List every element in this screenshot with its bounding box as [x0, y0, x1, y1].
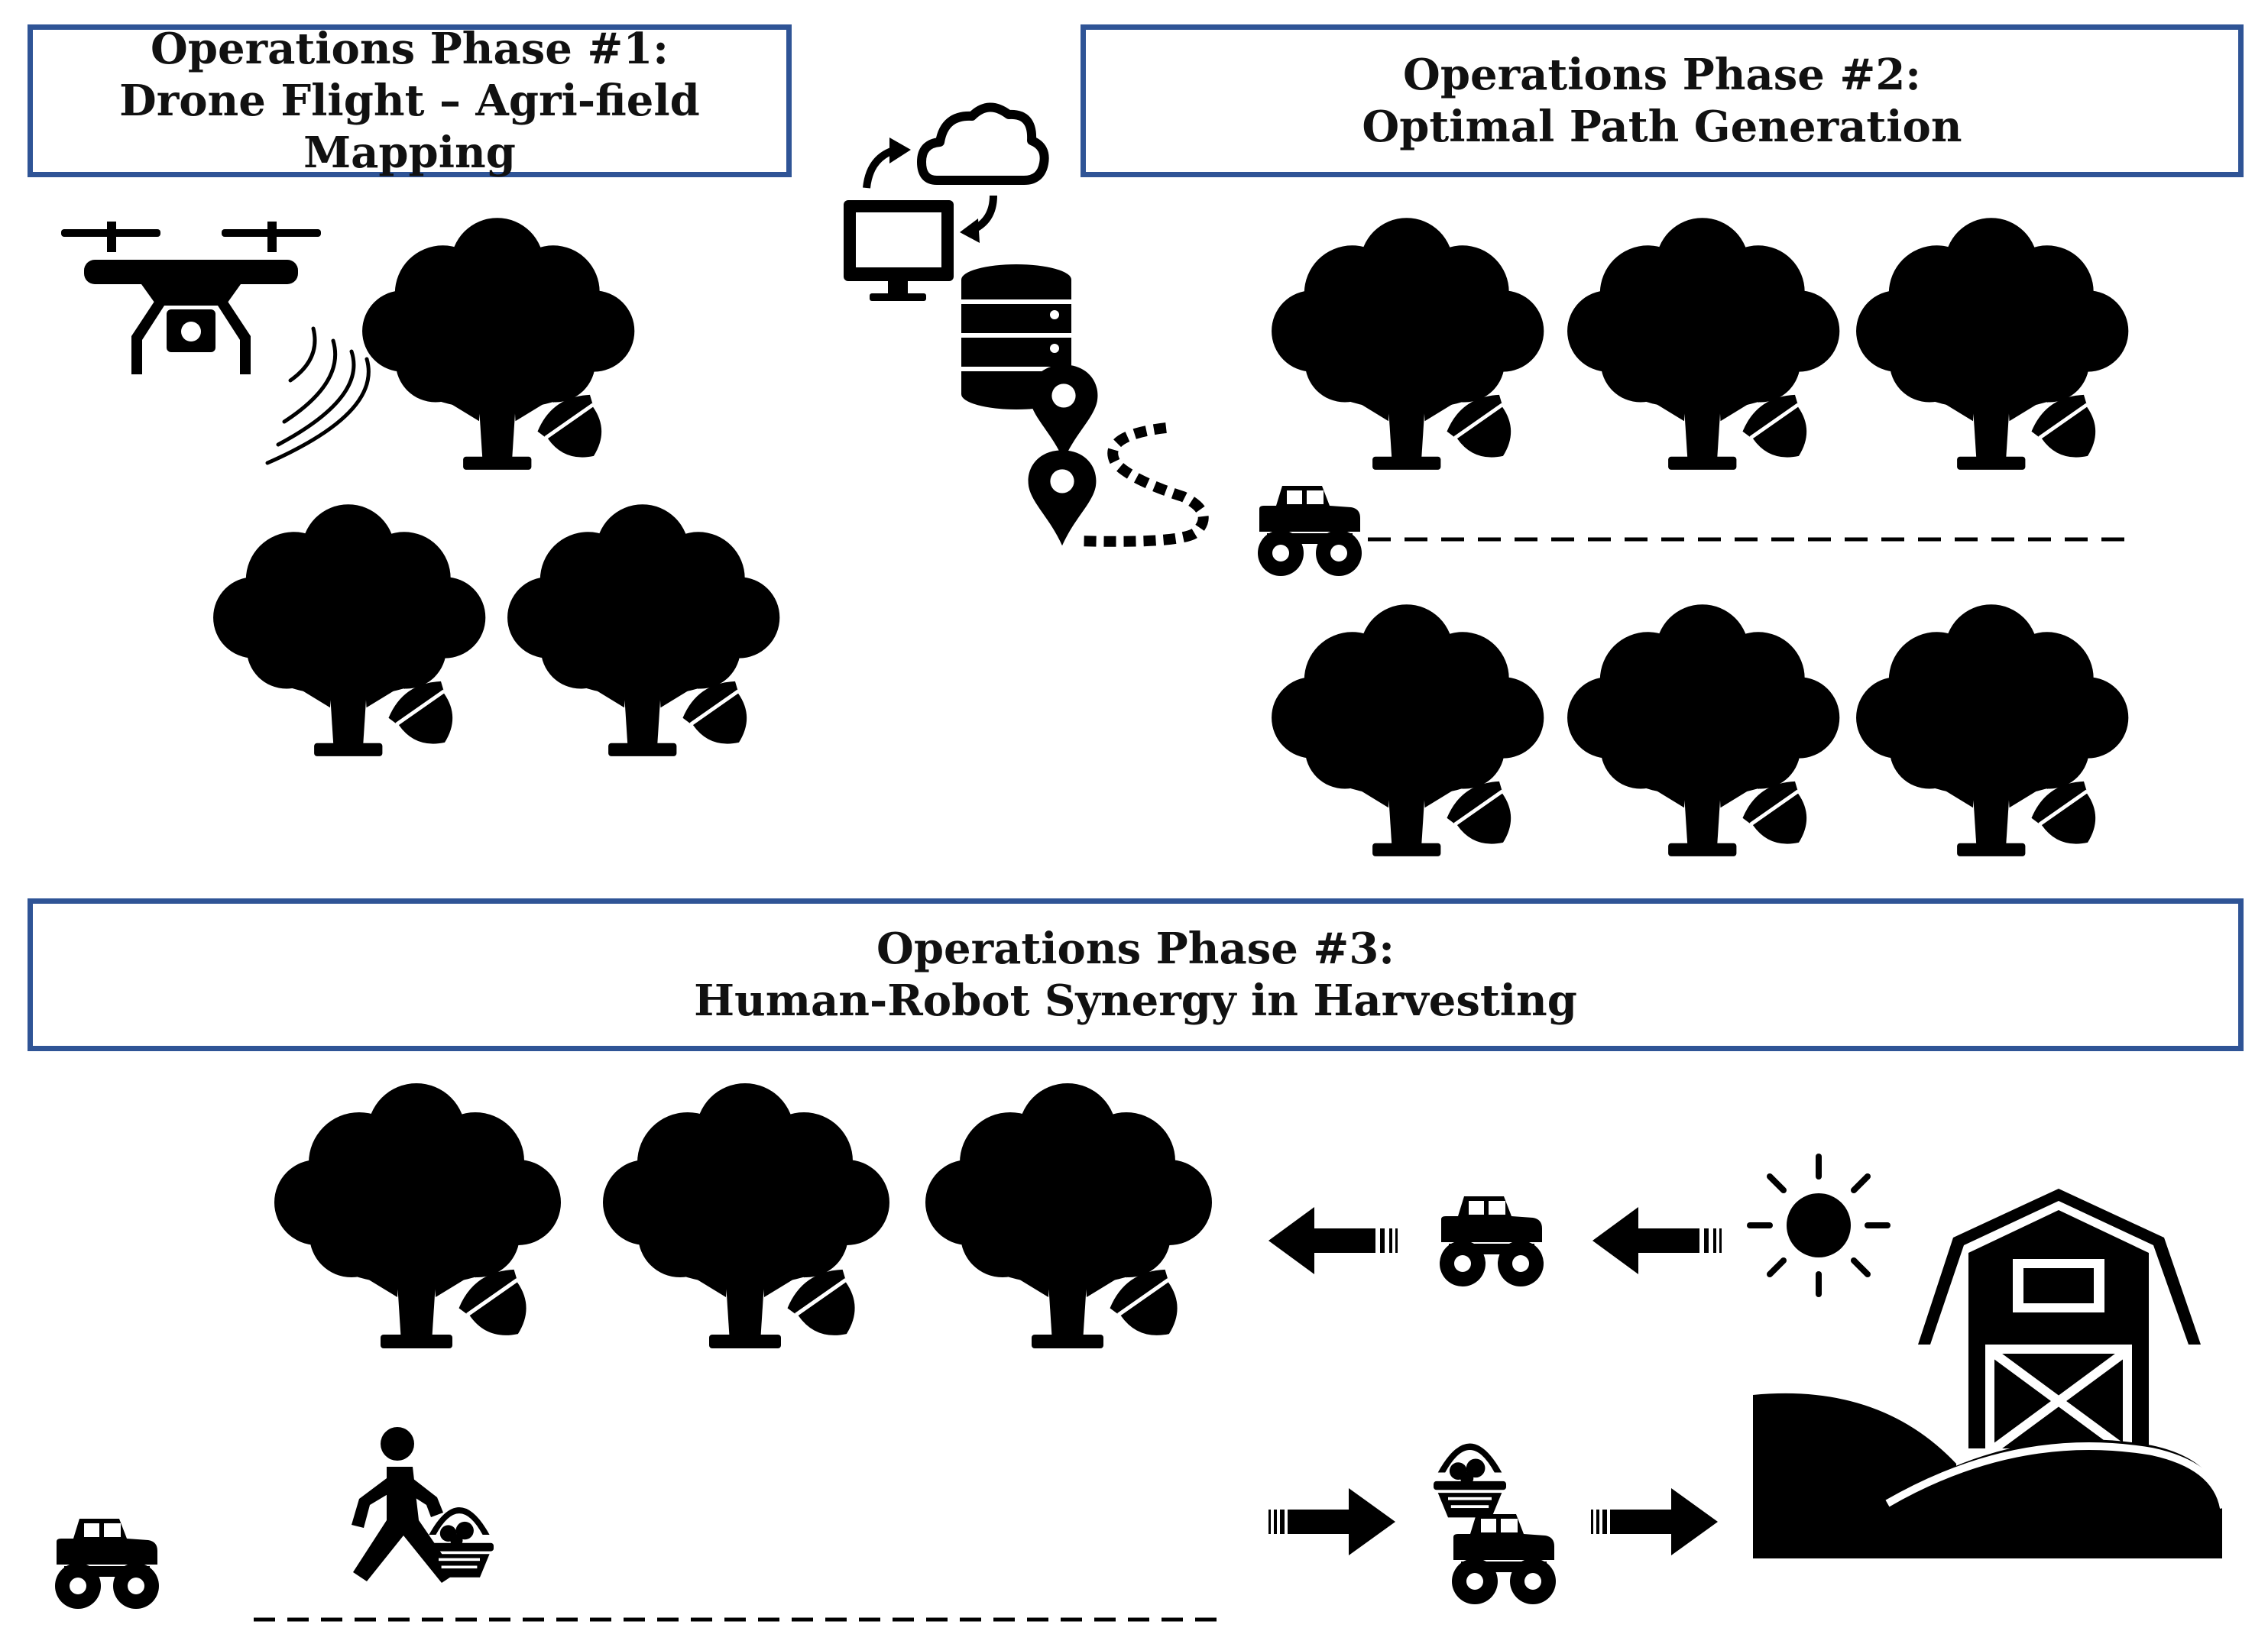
phase-3-subtitle: Human-Robot Synergy in Harvesting — [694, 976, 1577, 1026]
cloud-sync-icon — [863, 102, 1049, 243]
basket-icon — [1434, 1443, 1506, 1518]
tree-icon — [1856, 604, 2129, 861]
tree-icon — [362, 218, 635, 474]
arrow-right-icon — [1268, 1488, 1395, 1555]
tree-icon — [1272, 218, 1544, 474]
tree-icon — [1567, 218, 1840, 474]
tree-icon — [1856, 218, 2129, 474]
tree-icon — [1272, 604, 1544, 861]
arrow-left-icon — [1268, 1207, 1398, 1274]
robot-truck-icon — [1452, 1514, 1556, 1604]
arrow-right-icon — [1591, 1488, 1718, 1555]
signal-waves-icon — [265, 326, 371, 465]
tree-icon — [274, 1083, 561, 1354]
computer-icon — [844, 200, 954, 301]
robot-truck-icon — [1440, 1196, 1544, 1286]
phase-3-title: Operations Phase #3: — [876, 924, 1395, 974]
phase-1-title: Operations Phase #1: — [151, 24, 669, 74]
phase-2-title: Operations Phase #2: — [1403, 50, 1921, 100]
barn-icon — [1753, 1189, 2228, 1558]
tree-icon — [507, 504, 780, 761]
dotted-route — [1077, 422, 1209, 547]
location-pin-icon — [1028, 450, 1097, 546]
robot-truck-icon — [1258, 486, 1362, 576]
phase-1-subtitle: Drone Flight – Agri-field Mapping — [119, 76, 700, 178]
tree-icon — [1567, 604, 1840, 861]
phase-1-box: Operations Phase #1: Drone Flight – Agri… — [28, 24, 792, 178]
tree-icon — [213, 504, 486, 761]
phase-3-box: Operations Phase #3: Human-Robot Synergy… — [28, 898, 2244, 1051]
basket-icon — [425, 1507, 494, 1578]
arrow-left-icon — [1592, 1207, 1722, 1274]
sun-icon — [1747, 1154, 1891, 1297]
tree-icon — [925, 1083, 1212, 1354]
tree-icon — [603, 1083, 889, 1354]
phase-2-box: Operations Phase #2: Optimal Path Genera… — [1081, 24, 2244, 177]
location-pin-icon — [1029, 364, 1098, 461]
robot-truck-icon — [55, 1519, 159, 1609]
database-icon — [961, 264, 1071, 409]
drone-icon — [61, 222, 321, 374]
phase-2-subtitle: Optimal Path Generation — [1362, 102, 1962, 152]
person-with-basket-icon — [352, 1427, 455, 1583]
